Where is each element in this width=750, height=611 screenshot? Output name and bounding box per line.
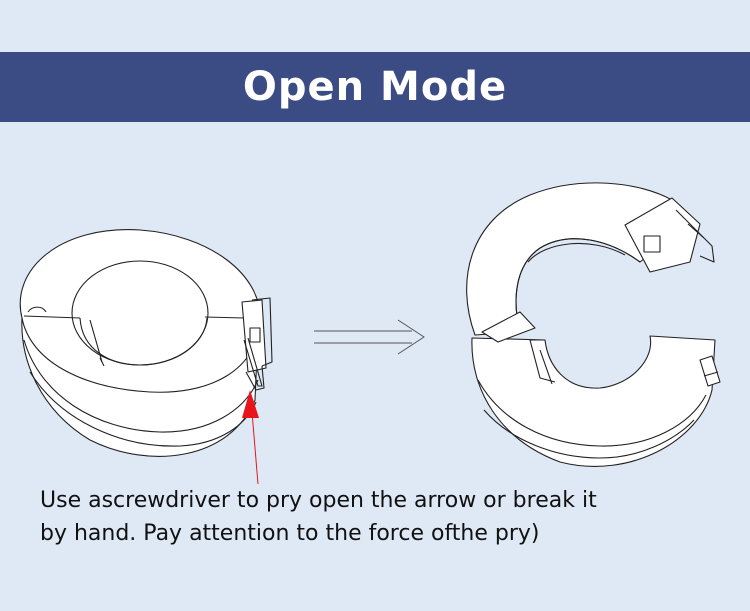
open-ferrite-core-clip-icon <box>466 182 721 467</box>
red-pointer-arrow-icon <box>242 390 259 485</box>
instruction-line-1: Use ascrewdriver to pry open the arrow o… <box>40 488 597 513</box>
closed-ferrite-core-clip-icon <box>19 229 273 457</box>
right-double-arrow-icon <box>314 319 425 355</box>
instruction-text: Use ascrewdriver to pry open the arrow o… <box>40 484 730 550</box>
instruction-line-2: by hand. Pay attention to the force ofth… <box>40 521 540 546</box>
title-banner: Open Mode <box>0 52 750 122</box>
page-title: Open Mode <box>242 64 508 110</box>
